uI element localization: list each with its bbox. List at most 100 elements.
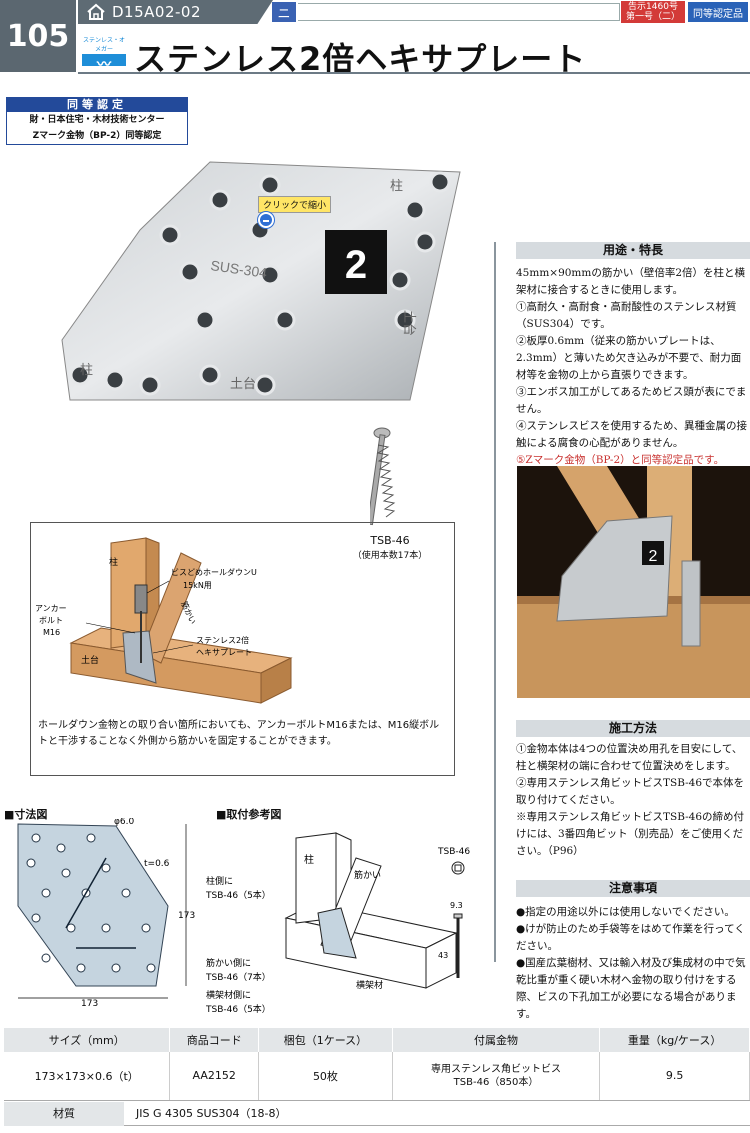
svg-text:2: 2 <box>649 548 658 565</box>
ref-screw-len: 43 <box>438 951 448 960</box>
uses-text: 45mm×90mmの筋かい（壁倍率2倍）を柱と横架材に接合するときに使用します。… <box>516 265 748 469</box>
td-accessory: 専用ステンレス角ビットビス TSB-46（850本） <box>392 1052 601 1101</box>
spec-table: サイズ（mm） 商品コード 梱包（1ケース） 付属金物 重量（kg/ケース） 1… <box>4 1028 750 1101</box>
th-pack: 梱包（1ケース） <box>258 1028 393 1052</box>
installation-photo: 2 <box>517 466 750 698</box>
ref-brace-side2: TSB-46（7本） <box>206 971 271 983</box>
plate-body <box>61 161 461 401</box>
plate-hole <box>159 224 181 246</box>
plate-mark-2: 2 <box>345 243 367 287</box>
diag-label-anchor3: M16 <box>43 628 60 637</box>
dim-hole <box>41 953 51 963</box>
spec-table-header: サイズ（mm） 商品コード 梱包（1ケース） 付属金物 重量（kg/ケース） <box>4 1028 750 1052</box>
dim-hole <box>111 963 121 973</box>
cert-line1: 財・日本住宅・木材技術センター <box>29 115 165 125</box>
cert-line2: Zマーク金物（BP-2）同等認定 <box>32 131 162 141</box>
dim-hole <box>61 868 71 878</box>
ref-beam: 横架材 <box>356 979 383 991</box>
td-pack: 50枚 <box>258 1052 393 1101</box>
cert-badge: 同等認定品 <box>688 2 748 22</box>
dim-height-label: 173 <box>178 911 195 921</box>
page-number: 105 <box>0 0 76 72</box>
uses-item-5: ⑤Zマーク金物（BP-2）と同等認定品です。 <box>516 454 725 466</box>
dim-hole <box>141 923 151 933</box>
ref-brace-side1: 筋かい側に <box>206 957 251 969</box>
product-code-bar: D15A02-02 <box>78 0 273 24</box>
plate-hole <box>254 374 276 396</box>
caution-item-1: ●指定の用途以外には使用しないでください。 <box>516 906 735 918</box>
dim-hole <box>31 833 41 843</box>
plate-sus-text: SUS-304 <box>210 257 269 281</box>
dim-width-label: 173 <box>81 999 98 1009</box>
zoom-tooltip[interactable]: クリックで縮小 <box>258 196 332 213</box>
diag-label-base: 土台 <box>81 654 99 666</box>
plate-hole <box>199 364 221 386</box>
install-item-2: ②専用ステンレス角ビットビスTSB-46で本体を取り付けてください。 <box>516 777 745 806</box>
plate-label-bottom: 土台 <box>230 377 256 392</box>
plate-hole <box>179 261 201 283</box>
reference-drawing: 柱 筋かい 横架材 柱側に TSB-46（5本） 筋かい側に TSB-46（7本… <box>206 832 470 1015</box>
plate-hole <box>259 264 281 286</box>
caution-item-3: ●国産広葉樹材、又は輸入材及び集成材の中で気乾比重が重く硬い木材へ金物の取り付け… <box>516 957 746 1020</box>
dim-hole <box>76 963 86 973</box>
plate-holes <box>69 171 451 396</box>
header-rule <box>298 3 620 21</box>
diag-label-holdown2: 15kN用 <box>183 581 212 590</box>
dim-hole <box>121 888 131 898</box>
dim-hole <box>66 923 76 933</box>
table-row: 173×173×0.6（t） AA2152 50枚 専用ステンレス角ビットビス … <box>4 1052 750 1101</box>
product-plate-image[interactable]: 2 SUS-304 柱 土台 柱 土台 <box>60 160 470 430</box>
plate-hole <box>414 231 436 253</box>
td-accessory-line2: TSB-46（850本） <box>453 1076 539 1088</box>
caution-text: ●指定の用途以外には使用しないでください。 ●けが防止のため手袋等をはめて作業を… <box>516 904 748 1023</box>
plate-hole <box>104 369 126 391</box>
diag-label-anchor2: ボルト <box>39 616 63 625</box>
uses-heading: 用途・特長 <box>516 242 750 259</box>
diagram-note: ホールダウン金物との取り合い箇所においても、アンカーボルトM16または、M16縦… <box>38 720 440 747</box>
installation-diagram: 柱 ビスどめホールダウンU 15kN用 アンカー ボルト M16 筋かい ステン… <box>35 537 293 704</box>
uses-item-4: ④ステンレスビスを使用するため、異種金属の接触による腐食の心配がありません。 <box>516 420 747 449</box>
caution-item-2: ●けが防止のため手袋等をはめて作業を行ってください。 <box>516 923 745 952</box>
td-code: AA2152 <box>169 1052 260 1101</box>
plate-label-right: 土台 <box>401 310 416 336</box>
screw-note: （使用本数17本） <box>352 551 428 561</box>
logo-wave-icon: 〰 <box>97 57 111 73</box>
diag-label-holdown: ビスどめホールダウンU <box>171 567 257 577</box>
install-item-3: ※専用ステンレス角ビットビスTSB-46の締め付けには、3番四角ビット（別売品）… <box>516 811 745 857</box>
installation-diagram-box: 柱 ビスどめホールダウンU 15kN用 アンカー ボルト M16 筋かい ステン… <box>30 522 455 776</box>
reference-heading: ■取付参考図 <box>216 808 282 821</box>
uses-intro: 45mm×90mmの筋かい（壁倍率2倍）を柱と横架材に接合するときに使用します。 <box>516 267 746 296</box>
screw-name: TSB-46 <box>370 534 410 547</box>
dim-hole-label: φ6.0 <box>114 818 135 827</box>
uses-item-1: ①高耐久・高耐食・高耐酸性のステンレス材質（SUS304）です。 <box>516 301 737 330</box>
th-size: サイズ（mm） <box>4 1028 171 1052</box>
zoom-out-icon[interactable] <box>258 212 274 228</box>
th-accessory: 付属金物 <box>392 1028 601 1052</box>
plate-hole <box>209 189 231 211</box>
diag-label-anchor1: アンカー <box>35 604 67 613</box>
logo-text: ステンレス・オメガー <box>82 36 126 54</box>
dim-hole <box>31 913 41 923</box>
page-title: ステンレス2倍ヘキサプレート <box>134 40 587 78</box>
plate-hole <box>259 174 281 196</box>
td-weight: 9.5 <box>599 1052 750 1101</box>
install-text: ①金物本体は4つの位置決め用孔を目安にして、柱と横架材の端に合わせて位置決めをし… <box>516 741 748 860</box>
dimension-drawing: φ6.0 t=0.6 173 173 <box>17 818 195 1009</box>
caution-heading: 注意事項 <box>516 880 750 897</box>
diag-label-plate1: ステンレス2倍 <box>196 635 249 645</box>
notice-line2: 第一号（二） <box>625 12 680 22</box>
dim-hole <box>101 863 111 873</box>
screw-image <box>370 427 396 526</box>
category-mark: ニ <box>272 2 296 22</box>
ref-pillar: 柱 <box>304 853 314 866</box>
cert-heading: 同等認定 <box>7 98 187 112</box>
dim-hole <box>86 833 96 843</box>
plate-hole <box>194 309 216 331</box>
dim-hole <box>41 888 51 898</box>
material-value: JIS G 4305 SUS304（18-8） <box>136 1107 287 1120</box>
material-label: 材質 <box>4 1102 124 1126</box>
plate-label-square <box>325 230 387 294</box>
install-item-1: ①金物本体は4つの位置決め用孔を目安にして、柱と横架材の端に合わせて位置決めをし… <box>516 743 743 772</box>
installation-photo-drawing: 2 <box>517 466 750 698</box>
plate-label-left: 柱 <box>80 363 93 378</box>
